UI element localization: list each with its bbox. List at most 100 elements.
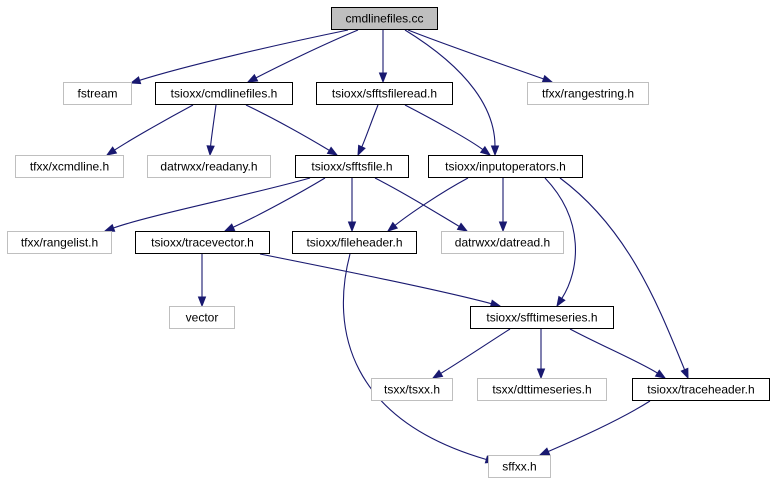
node-tsxx-tsxx-h: tsxx/tsxx.h — [371, 378, 453, 401]
node-label: tfxx/xcmdline.h — [30, 160, 109, 174]
edge-line — [440, 328, 511, 374]
node-label: tsioxx/sfftimeseries.h — [486, 311, 597, 325]
node-box — [316, 82, 453, 105]
edge-line — [139, 29, 349, 81]
edge-tsioxx_cmdlinefiles_h-to-tsioxx_sfftsfile_h — [245, 104, 339, 156]
arrowhead-icon — [326, 146, 339, 156]
edge-tsioxx_cmdlinefiles_h-to-tfxx_xcmdline_h — [105, 104, 194, 156]
node-label: tsioxx/traceheader.h — [647, 383, 754, 397]
edge-line — [559, 177, 686, 370]
node-fstream: fstream — [63, 82, 132, 105]
arrowhead-icon — [378, 72, 388, 84]
node-box — [331, 7, 438, 30]
arrowhead-icon — [103, 223, 116, 232]
arrowhead-icon — [431, 369, 444, 379]
edge-cmdlinefiles_cc-to-tsioxx_sffftsfileread_h — [378, 30, 388, 84]
edge-line — [114, 104, 194, 151]
node-label: datrwxx/datread.h — [455, 236, 550, 250]
node-box — [295, 155, 409, 178]
node-box — [428, 155, 583, 178]
node-box — [527, 82, 649, 105]
node-tsioxx-tracevector-h[interactable]: tsioxx/tracevector.h — [135, 231, 270, 254]
node-label: vector — [186, 311, 219, 325]
node-tsioxx-sfftsfile-h[interactable]: tsioxx/sfftsfile.h — [295, 155, 409, 178]
arrowhead-icon — [105, 146, 118, 156]
node-label: datrwxx/readany.h — [160, 160, 257, 174]
node-label: tsioxx/fileheader.h — [306, 236, 402, 250]
edge-line — [232, 177, 326, 228]
arrowhead-icon — [490, 145, 500, 157]
node-box — [441, 231, 564, 254]
node-box — [147, 155, 271, 178]
edge-tsioxx_sffftsfileread_h-to-tsioxx_inputoperators_h — [404, 104, 492, 156]
arrowhead-icon — [206, 145, 215, 157]
node-box — [63, 82, 132, 105]
edge-line — [374, 177, 460, 227]
arrowhead-icon — [129, 76, 142, 85]
node-tfxx-rangestring-h: tfxx/rangestring.h — [527, 82, 649, 105]
node-tfxx-xcmdline-h: tfxx/xcmdline.h — [15, 155, 124, 178]
node-tsioxx-sffftsfileread-h[interactable]: tsioxx/sfftsfileread.h — [316, 82, 453, 105]
arrowhead-icon — [654, 369, 667, 379]
node-box — [155, 82, 293, 105]
edge-tsioxx_inputoperators_h-to-datrwxx_datread_h — [498, 178, 508, 233]
edge-line — [113, 177, 311, 229]
edge-line — [404, 29, 496, 147]
edge-tsioxx_inputoperators_h-to-tsioxx_traceheader_h — [559, 177, 689, 380]
edges-layer — [103, 29, 689, 464]
arrowhead-icon — [456, 222, 469, 232]
node-tsioxx-sfftimeseries-h[interactable]: tsioxx/sfftimeseries.h — [470, 306, 614, 329]
edge-line — [544, 177, 576, 299]
node-label: cmdlinefiles.cc — [345, 12, 423, 26]
arrowhead-icon — [541, 74, 554, 83]
edge-tsioxx_sfftsfile_h-to-tsioxx_fileheader_h — [347, 177, 357, 233]
edge-cmdlinefiles_cc-to-tsioxx_inputoperators_h — [404, 29, 500, 157]
edge-tsioxx_fileheader_h-to-sffxx_h — [342, 253, 497, 464]
node-tsioxx-fileheader-h[interactable]: tsioxx/fileheader.h — [292, 231, 417, 254]
node-box — [371, 378, 453, 401]
edge-tsioxx_inputoperators_h-to-tsioxx_sfftimeseries_h — [544, 177, 576, 308]
edge-line — [394, 177, 469, 226]
node-tsioxx-traceheader-h[interactable]: tsioxx/traceheader.h — [632, 378, 770, 401]
arrowhead-icon — [386, 221, 399, 232]
edge-tsioxx_cmdlinefiles_h-to-datrwxx_readany_h — [206, 104, 217, 157]
node-label: sffxx.h — [502, 460, 536, 474]
edge-line — [210, 104, 217, 147]
edge-line — [404, 104, 484, 151]
edge-line — [255, 29, 359, 79]
node-box — [632, 378, 770, 401]
edge-line — [407, 29, 544, 80]
arrowhead-icon — [197, 296, 207, 308]
edge-line — [548, 400, 651, 452]
node-label: tsioxx/cmdlinefiles.h — [171, 87, 278, 101]
edge-tsioxx_sfftsfile_h-to-tsioxx_tracevector_h — [223, 177, 326, 232]
edge-tsioxx_traceheader_h-to-sffxx_h — [538, 400, 651, 456]
arrowhead-icon — [357, 144, 366, 157]
edge-cmdlinefiles_cc-to-tfxx_rangestring_h — [407, 29, 554, 83]
node-label: tsioxx/inputoperators.h — [445, 160, 566, 174]
edge-line — [569, 328, 658, 374]
arrowhead-icon — [556, 295, 566, 308]
node-box — [488, 455, 551, 478]
node-box — [477, 378, 607, 401]
node-datrwxx-readany-h: datrwxx/readany.h — [147, 155, 271, 178]
node-tsioxx-cmdlinefiles-h[interactable]: tsioxx/cmdlinefiles.h — [155, 82, 293, 105]
edge-tsioxx_sffftsfileread_h-to-tsioxx_sfftsfile_h — [357, 104, 379, 157]
edge-tsioxx_tracevector_h-to-tsioxx_sfftimeseries_h — [259, 253, 502, 308]
edge-tsioxx_sfftimeseries_h-to-tsioxx_traceheader_h — [569, 328, 667, 379]
arrowhead-icon — [479, 145, 492, 156]
arrowhead-icon — [498, 221, 508, 233]
node-label: tfxx/rangelist.h — [21, 236, 98, 250]
edge-line — [361, 104, 379, 148]
node-tsioxx-inputoperators-h[interactable]: tsioxx/inputoperators.h — [428, 155, 583, 178]
edge-tsioxx_tracevector_h-to-vector — [197, 253, 207, 308]
node-tfxx-rangelist-h: tfxx/rangelist.h — [7, 231, 112, 254]
node-sffxx-h: sffxx.h — [488, 455, 551, 478]
arrowhead-icon — [536, 368, 546, 380]
edge-tsioxx_sfftsfile_h-to-datrwxx_datread_h — [374, 177, 469, 232]
node-label: fstream — [77, 87, 117, 101]
arrowhead-icon — [223, 223, 236, 232]
node-label: tsioxx/sfftsfileread.h — [332, 87, 437, 101]
edge-cmdlinefiles_cc-to-fstream — [129, 29, 349, 85]
